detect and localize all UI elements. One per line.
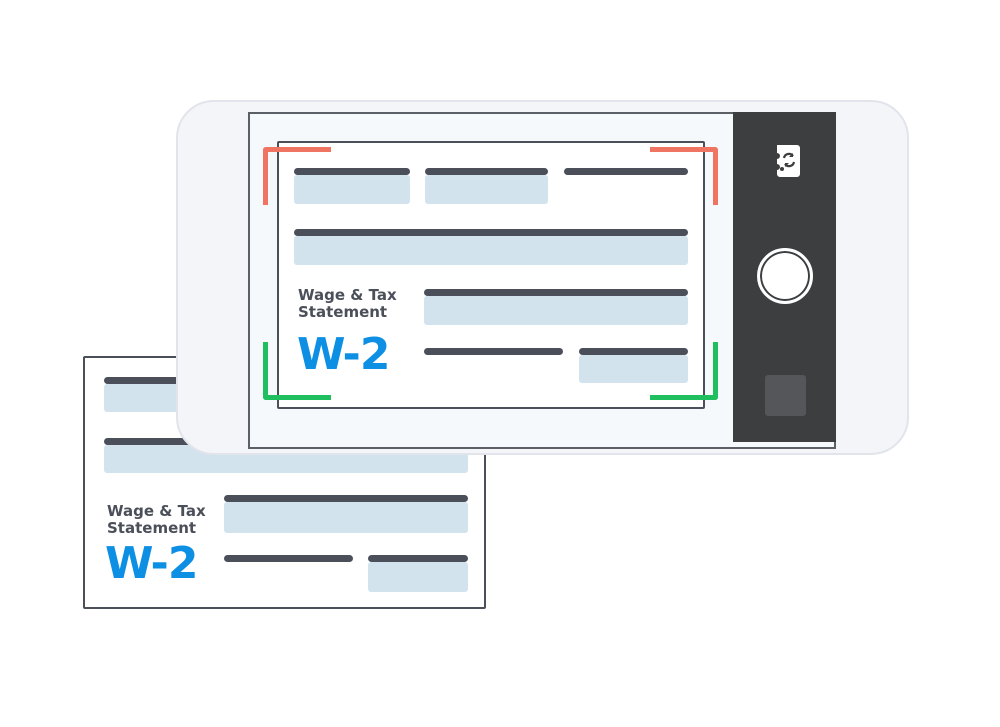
form-field: [224, 502, 468, 533]
shutter-button[interactable]: [757, 248, 813, 304]
guide-corner-top-left: [263, 147, 331, 205]
form-title: Wage & Tax Statement: [298, 286, 397, 322]
form-title-line2: Statement: [107, 519, 197, 538]
form-title: Wage & Tax Statement: [107, 502, 206, 538]
form-line: [224, 495, 468, 502]
form-line: [224, 555, 353, 562]
form-line: [564, 168, 688, 175]
form-field: [424, 296, 688, 325]
form-line: [424, 348, 563, 355]
gallery-thumbnail[interactable]: [765, 375, 806, 416]
form-code: W-2: [297, 329, 390, 380]
form-field: [425, 175, 548, 204]
form-line: [294, 229, 688, 236]
w2-form-front: Wage & Tax Statement W-2: [277, 141, 705, 409]
form-title-line1: Wage & Tax: [107, 502, 206, 520]
form-title-line2: Statement: [298, 303, 388, 322]
form-line: [579, 348, 688, 355]
form-field: [579, 355, 688, 383]
form-line: [425, 168, 548, 175]
form-field: [294, 175, 410, 204]
form-code: W-2: [105, 538, 198, 589]
guide-corner-bottom-left: [263, 342, 331, 400]
guide-corner-bottom-right: [650, 342, 718, 400]
guide-corner-top-right: [650, 147, 718, 205]
camera-switch-icon[interactable]: [771, 143, 803, 179]
form-line: [368, 555, 468, 562]
form-line: [104, 377, 204, 384]
form-title-line1: Wage & Tax: [298, 286, 397, 304]
form-field: [294, 236, 688, 265]
form-field: [368, 562, 468, 592]
form-line: [294, 168, 410, 175]
form-line: [424, 289, 688, 296]
